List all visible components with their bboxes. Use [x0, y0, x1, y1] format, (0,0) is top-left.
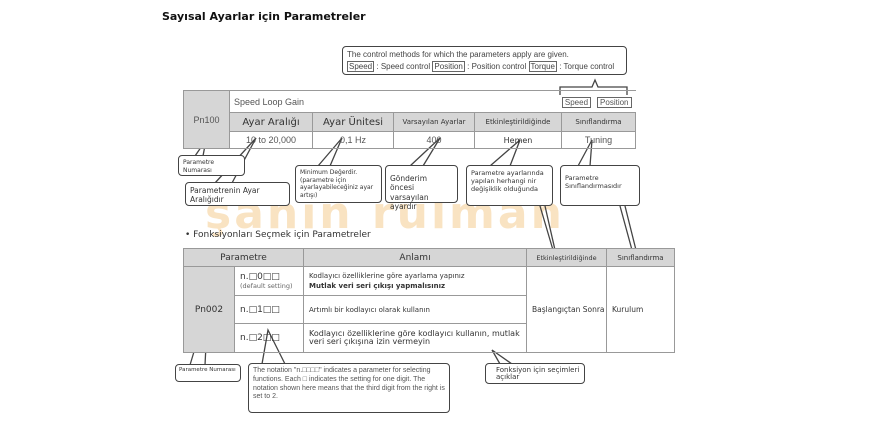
meaning: Artımlı bir kodlayıcı olarak kullanın	[303, 295, 527, 324]
code: n.□0□□	[240, 272, 280, 282]
header-range: Ayar Aralığı	[229, 112, 313, 132]
header-unit: Ayar Ünitesi	[312, 112, 394, 132]
callout-param-number: Parametre Numarası	[178, 155, 245, 176]
code: n.□1□□	[234, 295, 304, 324]
value-range: 10 to 20,000	[229, 131, 313, 149]
torque-desc: : Torque control	[559, 62, 615, 71]
callout-class: Parametre Sınıflandırmasıdır	[560, 165, 640, 206]
callout-min-value: Minimum Değerdir. (parametre için ayarla…	[295, 165, 382, 203]
callout-effective: Parametre ayarlarında yapılan herhangi n…	[466, 165, 553, 206]
meaning: Kodlayıcı özelliklerine göre ayarlama ya…	[309, 272, 465, 280]
value-effective: Hemen	[474, 131, 562, 149]
class: Kurulum	[606, 266, 675, 353]
speed-tag: Speed	[561, 96, 592, 108]
value-class: Tuning	[561, 131, 636, 149]
param-number: Pn100	[183, 90, 230, 149]
effective: Başlangıçtan Sonra	[526, 266, 607, 353]
control-note-text: The control methods for which the parame…	[347, 50, 569, 59]
meaning-bold: Mutlak veri seri çıkışı yapmalısınız	[309, 282, 446, 290]
callout-range: Parametrenin Ayar Aralığıdır	[185, 182, 290, 206]
header-parameter: Parametre	[183, 248, 304, 267]
torque-tag: Torque	[528, 61, 557, 72]
callout-notation: The notation "n.□□□□" indicates a parame…	[248, 363, 450, 413]
control-methods-note: The control methods for which the parame…	[342, 46, 627, 75]
table-row: n.□2□□ Kodlayıcı özelliklerine göre kodl…	[184, 323, 675, 353]
param-number: Pn002	[183, 266, 235, 353]
header-effective: Etkinleştirildiğinde	[474, 112, 562, 132]
header-effective: Etkinleştirildiğinde	[526, 248, 607, 267]
speed-tag: Speed	[347, 61, 375, 72]
position-desc: : Position control	[467, 62, 527, 71]
param-name: Speed Loop Gain	[234, 96, 305, 107]
code: n.□2□□	[234, 323, 304, 353]
page-title: Sayısal Ayarlar için Parametreler	[162, 10, 366, 23]
header-class: Sınıflandırma	[561, 112, 636, 132]
section-title: Fonksiyonları Seçmek için Parametreler	[193, 230, 371, 240]
parameter-table-pn002: Parametre Anlamı Etkinleştirildiğinde Sı…	[183, 248, 675, 353]
value-unit: 0,1 Hz	[312, 131, 394, 149]
table-row: Pn002 n.□0□□(default setting) Kodlayıcı …	[183, 266, 675, 353]
meaning: Kodlayıcı özelliklerine göre kodlayıcı k…	[303, 323, 527, 353]
default-note: (default setting)	[240, 282, 293, 290]
value-default: 400	[393, 131, 475, 149]
header-meaning: Anlamı	[303, 248, 527, 267]
callout-function-explain: Fonksiyon için seçimleri açıklar	[485, 363, 585, 384]
parameter-table-pn100: Pn100 Speed Loop Gain Speed Position Ayar…	[183, 90, 636, 149]
header-class: Sınıflandırma	[606, 248, 675, 267]
position-tag: Position	[597, 96, 632, 108]
header-default: Varsayılan Ayarlar	[393, 112, 475, 132]
callout-default: Gönderim öncesi varsayılan ayardır	[385, 165, 458, 211]
position-tag: Position	[432, 61, 465, 72]
callout-param-number-2: Parametre Numarası	[175, 364, 241, 382]
table-row: n.□1□□ Artımlı bir kodlayıcı olarak kull…	[184, 295, 675, 324]
speed-desc: : Speed control	[376, 62, 431, 71]
section-heading: • Fonksiyonları Seçmek için Parametreler	[185, 230, 371, 240]
